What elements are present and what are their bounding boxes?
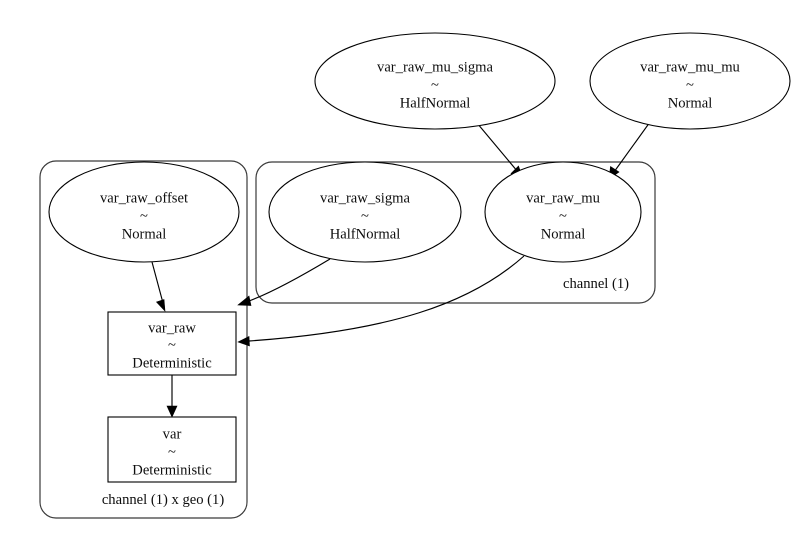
plate-channel: channel (1) <box>255 161 656 304</box>
plate-channel-border <box>255 161 656 304</box>
arrowhead-icon <box>237 336 250 347</box>
arrowhead-icon <box>155 299 166 312</box>
plate-channel-geo-label: channel (1) x geo (1) <box>102 492 225 508</box>
node-ellipse[interactable] <box>314 32 556 130</box>
edge-var-raw-sigma-to-var-raw <box>237 258 331 306</box>
node-ellipse[interactable] <box>268 161 462 263</box>
node-distribution-label: HalfNormal <box>330 226 401 242</box>
node-name-label: var_raw <box>148 320 196 336</box>
edge-path <box>248 258 331 302</box>
node-distribution-label: Normal <box>541 226 586 242</box>
edge-path <box>151 261 164 304</box>
node-var-raw[interactable]: var_raw ~ Deterministic <box>107 311 237 376</box>
node-ellipse[interactable] <box>589 32 791 130</box>
edge-var-raw-offset-to-var-raw <box>151 261 166 312</box>
node-distribution-label: Normal <box>122 226 167 242</box>
node-ellipse[interactable] <box>484 161 642 263</box>
node-tilde-label: ~ <box>431 77 439 93</box>
node-box[interactable] <box>107 416 237 483</box>
node-var[interactable]: var ~ Deterministic <box>107 416 237 483</box>
node-distribution-label: Deterministic <box>132 355 212 371</box>
edge-path <box>248 255 525 342</box>
node-var-raw-mu-mu[interactable]: var_raw_mu_mu ~ Normal <box>589 32 791 130</box>
plate-channel-label: channel (1) <box>563 276 629 292</box>
node-ellipse[interactable] <box>48 161 240 263</box>
node-tilde-label: ~ <box>168 444 176 460</box>
node-name-label: var_raw_mu_sigma <box>377 59 493 75</box>
node-var-raw-sigma[interactable]: var_raw_sigma ~ HalfNormal <box>268 161 462 263</box>
edge-var-raw-to-var <box>166 375 178 418</box>
node-box[interactable] <box>107 311 237 376</box>
arrowhead-icon <box>166 405 178 418</box>
node-tilde-label: ~ <box>140 208 148 224</box>
node-tilde-label: ~ <box>559 208 567 224</box>
node-name-label: var_raw_offset <box>100 190 188 206</box>
node-name-label: var <box>163 426 182 442</box>
edge-path <box>613 121 651 173</box>
node-distribution-label: HalfNormal <box>400 95 471 111</box>
node-var-raw-mu[interactable]: var_raw_mu ~ Normal <box>484 161 642 263</box>
edge-var-raw-mu-to-var-raw <box>237 255 525 347</box>
node-var-raw-mu-sigma[interactable]: var_raw_mu_sigma ~ HalfNormal <box>314 32 556 130</box>
node-distribution-label: Deterministic <box>132 462 212 478</box>
arrowhead-icon <box>237 295 252 306</box>
node-name-label: var_raw_mu_mu <box>640 59 740 75</box>
node-tilde-label: ~ <box>686 77 694 93</box>
edge-path <box>476 122 519 173</box>
node-var-raw-offset[interactable]: var_raw_offset ~ Normal <box>48 161 240 263</box>
edge-var-raw-mu-sigma-to-var-raw-mu <box>476 122 524 180</box>
node-tilde-label: ~ <box>168 337 176 353</box>
edge-var-raw-mu-mu-to-var-raw-mu <box>608 121 651 180</box>
node-tilde-label: ~ <box>361 208 369 224</box>
node-name-label: var_raw_sigma <box>320 190 410 206</box>
node-distribution-label: Normal <box>668 95 713 111</box>
node-name-label: var_raw_mu <box>526 190 600 206</box>
